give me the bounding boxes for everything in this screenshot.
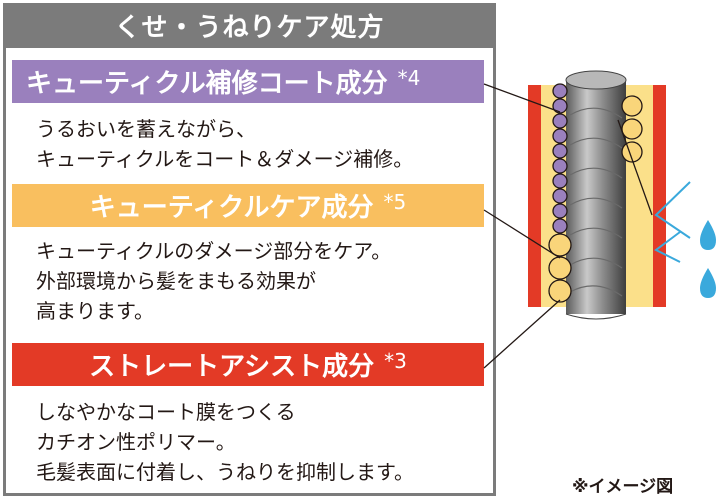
section-label: キューティクルケア成分	[89, 193, 374, 223]
hair-shaft	[566, 80, 626, 314]
section-mark: *5	[383, 189, 407, 214]
illustration-note: ※イメージ図	[572, 477, 674, 497]
cuticle-scales	[569, 107, 623, 297]
description-line: 高まります。	[36, 299, 154, 323]
section-description: うるおいを蓄えながら、 キューティクルをコート＆ダメージ補修。	[36, 114, 413, 174]
description-line: キューティクルのダメージ部分をケア。	[36, 239, 392, 263]
description-line: カチオン性ポリマー。	[36, 430, 236, 454]
section-band-cuticle-care: キューティクルケア成分 *5	[12, 184, 484, 227]
yellow-care-beads	[548, 95, 643, 303]
purple-coat-beads	[552, 83, 568, 234]
section-band-straight-assist: ストレートアシスト成分 *3	[12, 343, 484, 386]
water-arrows	[654, 181, 691, 263]
water-drop-icons	[700, 220, 716, 298]
section-band-cuticle-coat: キューティクル補修コート成分 *4	[12, 60, 484, 103]
section-description: キューティクルのダメージ部分をケア。 外部環境から髪をまもる効果が 高まります。	[36, 236, 391, 326]
description-line: 毛髪表面に付着し、うねりを抑制します。	[36, 460, 414, 484]
hair-shaft-top	[565, 70, 627, 90]
section-mark: *3	[384, 348, 407, 373]
description-line: うるおいを蓄えながら、	[36, 117, 256, 141]
section-label: ストレートアシスト成分	[89, 352, 375, 382]
section-description: しなやかなコート膜をつくる カチオン性ポリマー。 毛髪表面に付着し、うねりを抑制…	[36, 397, 414, 487]
panel-title: くせ・うねりケア処方	[3, 3, 496, 48]
hair-shaft-bottom	[565, 313, 627, 320]
protection-arrow	[617, 119, 653, 216]
section-label: キューティクル補修コート成分	[26, 69, 388, 99]
description-line: キューティクルをコート＆ダメージ補修。	[36, 147, 414, 171]
description-line: しなやかなコート膜をつくる	[36, 400, 296, 424]
section-mark: *4	[397, 65, 421, 90]
description-line: 外部環境から髪をまもる効果が	[36, 269, 316, 293]
leader-lines	[483, 83, 561, 369]
